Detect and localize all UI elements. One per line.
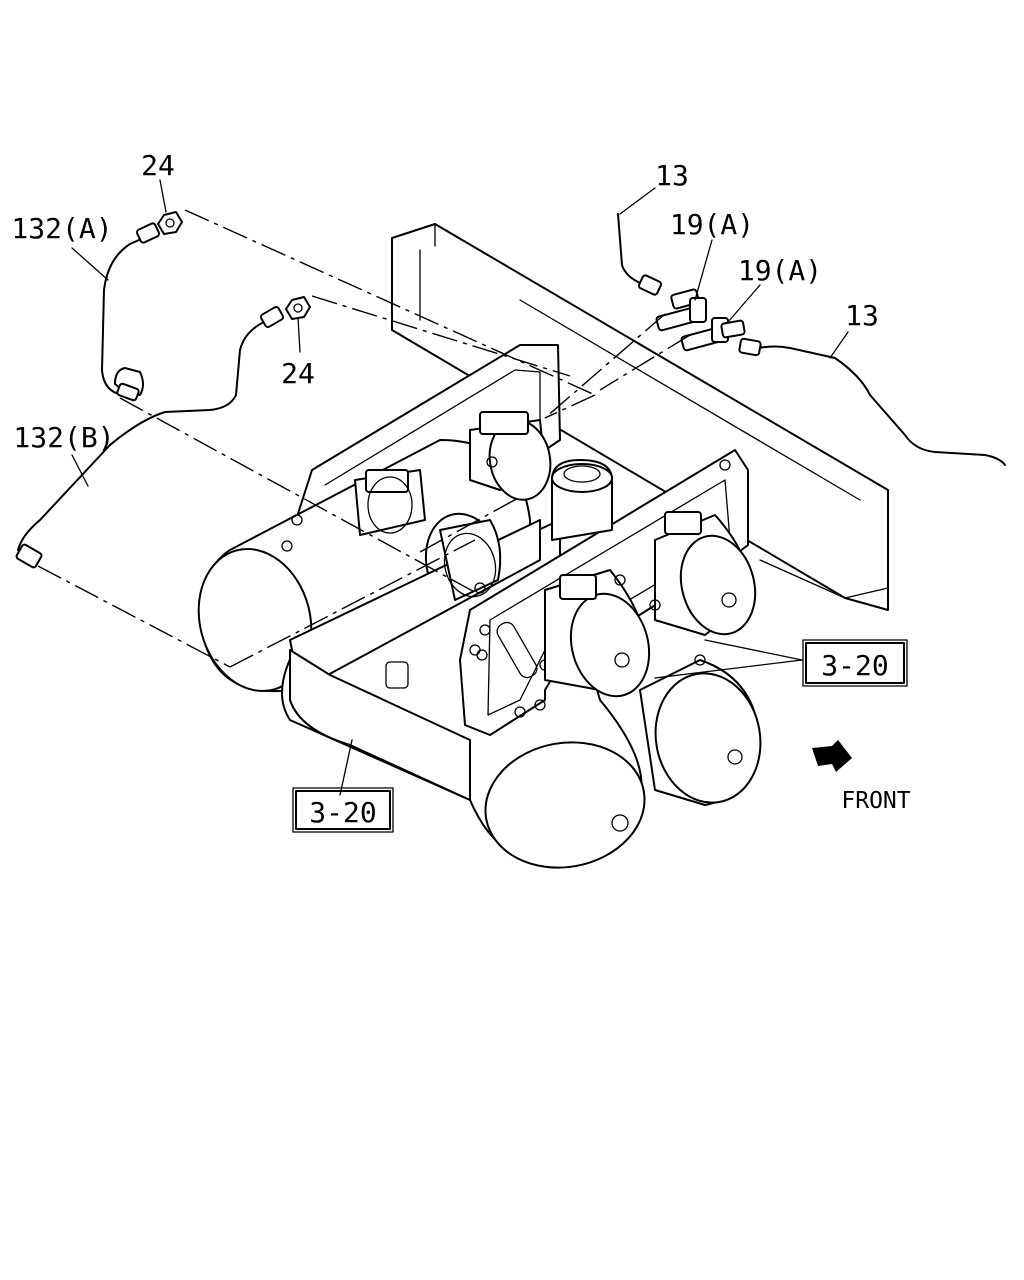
callout-24-top: 24 bbox=[141, 149, 175, 182]
brake-chamber-rear bbox=[654, 511, 757, 636]
front-label: FRONT bbox=[841, 788, 910, 814]
callout-132b: 132(B) bbox=[13, 421, 114, 454]
reference-label-right: 3-20 bbox=[821, 649, 888, 682]
reference-label-bottom: 3-20 bbox=[309, 796, 376, 829]
callout-19a-right: 19(A) bbox=[738, 254, 822, 287]
pipe-132a bbox=[101, 222, 161, 402]
pipe-132b bbox=[15, 306, 285, 569]
pipe-13-right bbox=[738, 337, 1006, 466]
reference-box-right[interactable]: 3-20 bbox=[802, 639, 908, 687]
reference-box-bottom[interactable]: 3-20 bbox=[292, 787, 394, 833]
fitting-19a-right bbox=[680, 317, 746, 352]
nut-24-top bbox=[157, 211, 183, 235]
callout-19a-left: 19(A) bbox=[670, 208, 754, 241]
fitting-19a-left bbox=[655, 288, 707, 332]
pipe-13-top bbox=[617, 213, 663, 296]
front-arrow-icon bbox=[812, 740, 852, 772]
bracket-bolts bbox=[281, 456, 706, 711]
brake-chamber-front bbox=[544, 569, 651, 698]
air-tank-front-right bbox=[639, 659, 762, 806]
callout-132a: 132(A) bbox=[11, 212, 112, 245]
valve-assembly bbox=[354, 411, 613, 601]
nut-24-mid bbox=[285, 296, 311, 320]
callout-24-mid: 24 bbox=[281, 357, 315, 390]
alignment-lines bbox=[37, 209, 691, 668]
callout-13-right: 13 bbox=[845, 299, 879, 332]
callout-13-top: 13 bbox=[655, 159, 689, 192]
frame-rail bbox=[391, 223, 889, 611]
leader-lines bbox=[71, 179, 849, 796]
